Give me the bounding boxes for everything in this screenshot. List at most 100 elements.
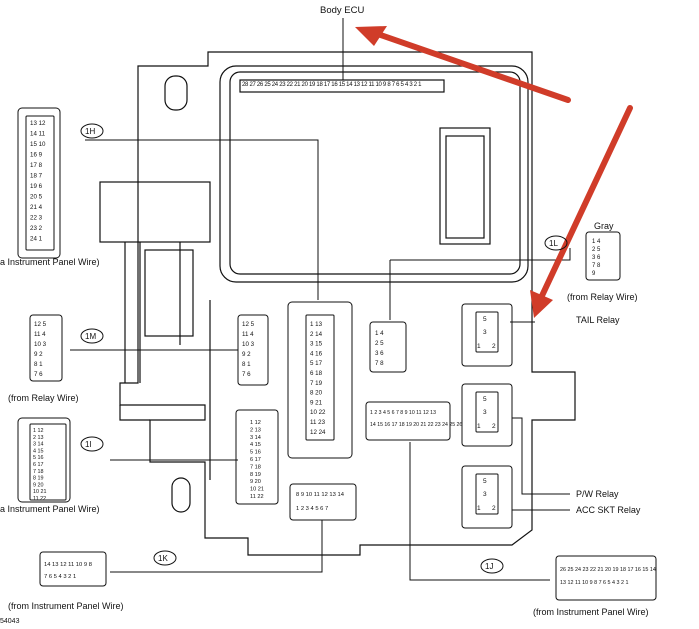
tail-relay-socket	[461, 303, 513, 367]
connector-1h-harness-pin-row: 18 7	[30, 173, 43, 180]
connector-1i-board-pin-row: 11 22	[250, 494, 264, 500]
connector-1l-gray-pin-row: 9	[592, 271, 596, 277]
instrument-wire-label-1: a Instrument Panel Wire)	[0, 257, 100, 267]
connector-1h-harness-pin-row: 15 10	[30, 141, 46, 148]
connector-id-1h	[80, 123, 104, 139]
connector-id-1l-text: 1L	[549, 239, 558, 248]
connector-1h-board-pin-row: 5 17	[310, 360, 323, 367]
acc-skt-relay-label: ACC SKT Relay	[576, 505, 641, 515]
mounting-slot-lower	[171, 477, 191, 513]
connector-1i-harness-pin-row: 4 15	[33, 448, 44, 454]
connector-1k-board-top: 8 9 10 11 12 13 14	[296, 492, 345, 498]
connector-1i-harness-pin-row: 3 14	[33, 442, 44, 448]
connector-1m-harness-pin-row: 10 3	[34, 341, 47, 348]
acc-skt-relay-pin: 1	[477, 505, 481, 512]
connector-1k-harness-bottom: 7 6 5 4 3 2 1	[44, 574, 76, 580]
connector-1h-harness-pin-row: 20 5	[30, 194, 43, 201]
instrument-wire-label-2: a Instrument Panel Wire)	[0, 504, 100, 514]
connector-1m-board-pin-row: 10 3	[242, 341, 255, 348]
connector-1i-board-pin-row: 3 14	[250, 435, 261, 441]
connector-1h-harness-pin-row: 21 4	[30, 204, 43, 211]
relay-wire-label-left: (from Relay Wire)	[8, 393, 79, 403]
acc-skt-relay-pin: 3	[483, 491, 487, 498]
pw-relay-pin: 3	[483, 409, 487, 416]
connector-1l-gray-pin-row: 7 8	[592, 263, 601, 269]
tail-relay-pin: 3	[483, 329, 487, 336]
connector-1k-board-bottom: 1 2 3 4 5 6 7	[296, 506, 328, 512]
connector-1h-board-pin-row: 7 19	[310, 380, 323, 387]
connector-1l-board-pin-row: 2 5	[375, 340, 384, 347]
connector-1i-board-pin-row: 5 16	[250, 450, 261, 456]
connector-id-1j	[480, 558, 504, 574]
gray-label: Gray	[594, 221, 614, 231]
connector-1j-harness-bottom: 13 12 11 10 9 8 7 6 5 4 3 2 1	[560, 580, 629, 586]
mounting-slot	[164, 75, 188, 111]
connector-1l-gray-pin-row: 2 5	[592, 247, 601, 253]
connector-1h-board-pin-row: 6 18	[310, 370, 323, 377]
connector-1m-board-pin-row: 11 4	[242, 331, 254, 338]
connector-1h-board-face	[305, 314, 335, 441]
connector-1j-board-top: 1 2 3 4 5 6 7 8 9 10 11 12 13	[370, 410, 436, 416]
connector-1h-harness-pin-row: 17 8	[30, 162, 43, 169]
connector-id-1m	[80, 328, 104, 344]
connector-1h-harness-pin-row: 19 6	[30, 183, 43, 190]
connector-id-1l	[544, 235, 568, 251]
connector-1i-harness-pin-row: 1 12	[33, 428, 44, 434]
acc-skt-relay-pin: 5	[483, 478, 487, 485]
connector-1h-board-pin-row: 8 20	[310, 390, 323, 397]
connector-1l-board-pin-row: 7 8	[375, 360, 384, 367]
connector-1l-board-pin-row: 1 4	[375, 330, 384, 337]
connector-1m-harness-pin-row: 7 6	[34, 371, 43, 378]
connector-1i-harness-pin-row: 8 19	[33, 476, 44, 482]
connector-1i-board-pin-row: 6 17	[250, 457, 261, 463]
connector-1h-board	[287, 301, 353, 459]
tail-relay-label: TAIL Relay	[576, 315, 620, 325]
connector-1m-harness	[29, 314, 63, 382]
acc-skt-relay-face	[475, 473, 499, 515]
connector-1m-board	[237, 314, 269, 386]
connector-1h-harness-pin-row: 23 2	[30, 225, 43, 232]
figure-code: 54043	[0, 618, 20, 625]
body-ecu-outline	[219, 65, 529, 283]
instrument-wire-label-4: (from Instrument Panel Wire)	[533, 607, 649, 617]
connector-1l-board-pin-row: 3 6	[375, 350, 384, 357]
connector-1i-board	[235, 409, 279, 505]
instrument-wire-label-3: (from Instrument Panel Wire)	[8, 601, 124, 611]
connector-1i-harness-pin-row: 10 21	[33, 489, 47, 495]
connector-1k-harness-top: 14 13 12 11 10 9 8	[44, 562, 92, 568]
connector-1m-harness-pin-row: 9 2	[34, 351, 43, 358]
connector-1k-board	[289, 483, 357, 521]
connector-1l-board	[369, 321, 407, 373]
connector-1k-harness	[39, 551, 107, 587]
connector-id-1i-text: 1I	[85, 440, 92, 449]
connector-1i-board-pin-row: 2 13	[250, 427, 261, 433]
connector-id-1k	[153, 550, 177, 566]
connector-1m-board-pin-row: 8 1	[242, 361, 251, 368]
connector-1h-board-pin-row: 3 15	[310, 341, 323, 348]
pw-relay-pin: 5	[483, 396, 487, 403]
connector-1j-harness-top: 26 25 24 23 22 21 20 19 18 17 16 15 14	[560, 567, 656, 573]
connector-1h-board-pin-row: 12 24	[310, 429, 326, 436]
connector-1j-harness	[555, 555, 657, 601]
connector-1l-gray-pin-row: 1 4	[592, 239, 601, 245]
connector-1i-harness-pin-row: 7 18	[33, 469, 44, 475]
tail-relay-pin: 5	[483, 316, 487, 323]
pw-relay-pin: 2	[492, 423, 496, 430]
pw-relay-face	[475, 391, 499, 433]
tail-relay-face	[475, 311, 499, 353]
connector-1i-harness	[17, 417, 71, 503]
connector-1h-board-pin-row: 2 14	[310, 331, 323, 338]
connector-1m-board-pin-row: 12 5	[242, 321, 255, 328]
connector-1h-harness-pin-row: 13 12	[30, 120, 46, 127]
connector-id-1i	[80, 436, 104, 452]
connector-1h-harness-pin-row: 24 1	[30, 236, 43, 243]
connector-1l-gray-pin-row: 3 6	[592, 255, 601, 261]
connector-1i-board-pin-row: 8 19	[250, 472, 261, 478]
connector-1h-harness	[17, 107, 61, 259]
connector-1j-board-bottom: 14 15 16 17 18 19 20 21 22 23 24 25 26	[370, 422, 462, 428]
connector-1l-gray	[585, 231, 621, 281]
connector-1h-harness-pin-row: 16 9	[30, 152, 43, 159]
junction-block-outline	[119, 51, 576, 556]
acc-skt-relay-pin: 2	[492, 505, 496, 512]
